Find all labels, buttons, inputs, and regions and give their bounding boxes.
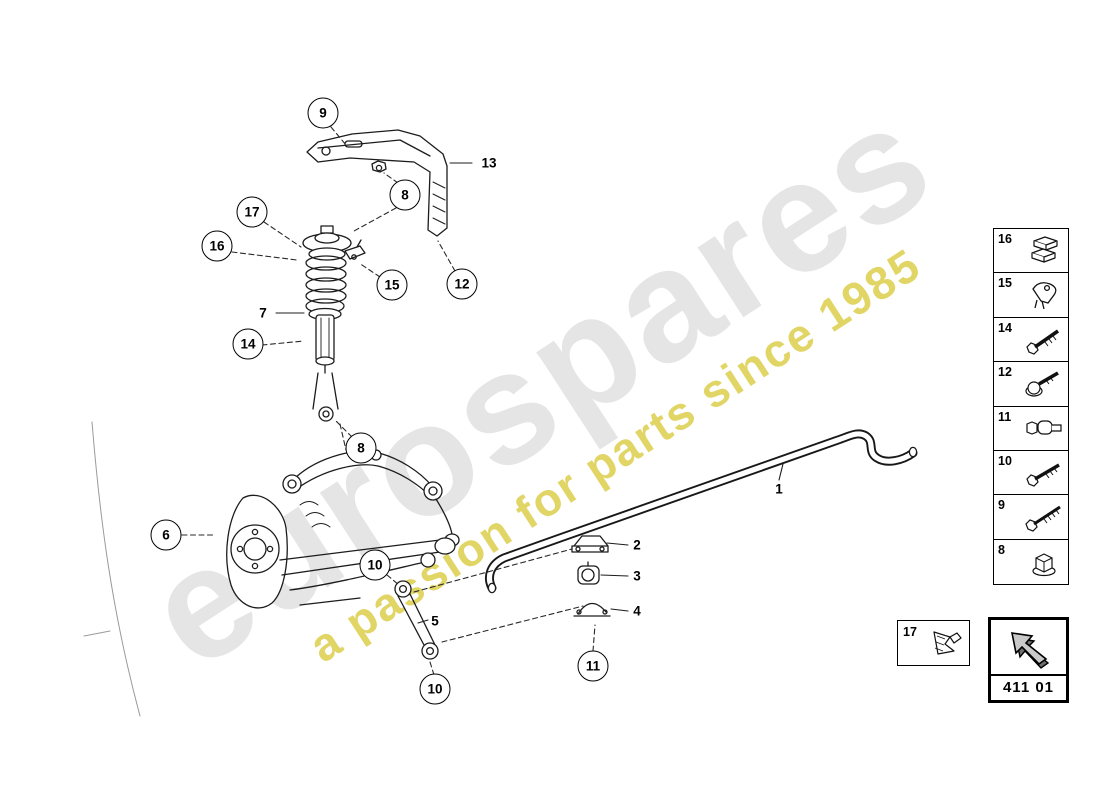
- long-bolt-icon: [1026, 463, 1060, 487]
- part-number: 12: [998, 365, 1012, 380]
- part-thumb-12[interactable]: 12: [993, 361, 1069, 408]
- part-number: 11: [998, 409, 1012, 424]
- callout-9[interactable]: 9: [307, 97, 339, 129]
- callout-3: 3: [633, 568, 641, 584]
- bushing-bolt-icon: [1026, 420, 1062, 435]
- callout-2: 2: [633, 537, 641, 553]
- part-number: 17: [903, 625, 917, 639]
- callout-11[interactable]: 11: [577, 650, 609, 682]
- long-bolt-icon: [1026, 329, 1060, 355]
- parts-thumbnail-column: 16 15 14 12: [993, 228, 1069, 585]
- part-thumb-17[interactable]: 17: [897, 620, 970, 666]
- part-thumb-9[interactable]: 9: [993, 494, 1069, 541]
- callout-10[interactable]: 10: [419, 673, 451, 705]
- callout-17[interactable]: 17: [236, 196, 268, 228]
- spring-clip-icon: [933, 631, 962, 655]
- part-thumb-11[interactable]: 11: [993, 405, 1069, 452]
- callout-15[interactable]: 15: [376, 269, 408, 301]
- callout-5: 5: [431, 613, 439, 629]
- callout-10[interactable]: 10: [359, 549, 391, 581]
- part-thumb-10[interactable]: 10: [993, 450, 1069, 497]
- callout-7: 7: [259, 305, 267, 321]
- diagram-code-box: 411 01: [988, 617, 1069, 703]
- callout-14[interactable]: 14: [232, 328, 264, 360]
- square-nut-stack-icon: [1031, 236, 1058, 263]
- top-mount-bracket: [306, 129, 448, 237]
- callout-13: 13: [481, 155, 497, 171]
- stabilizer-link: [394, 580, 439, 660]
- callout-8[interactable]: 8: [389, 179, 421, 211]
- flange-nut-icon: [1032, 553, 1056, 576]
- part-number: 8: [998, 542, 1005, 557]
- back-arrow-icon: [1010, 632, 1049, 669]
- diagram-code: 411 01: [991, 674, 1066, 700]
- screw-with-washer-icon: [1025, 371, 1059, 397]
- bar-clamp-parts: [571, 535, 611, 617]
- callout-6[interactable]: 6: [150, 519, 182, 551]
- part-thumb-16[interactable]: 16: [993, 228, 1069, 274]
- callout-8[interactable]: 8: [345, 432, 377, 464]
- part-thumb-15[interactable]: 15: [993, 272, 1069, 319]
- part-number: 16: [998, 232, 1012, 246]
- callout-4: 4: [633, 603, 641, 619]
- callout-16[interactable]: 16: [201, 230, 233, 262]
- anti-roll-bar: [485, 429, 918, 594]
- leader-lines-solid: [275, 162, 784, 624]
- callout-12[interactable]: 12: [446, 268, 478, 300]
- wheel-knuckle-and-arms: [226, 449, 460, 609]
- retaining-clip-icon: [1032, 282, 1057, 310]
- part-number: 9: [998, 498, 1005, 513]
- part-number: 10: [998, 454, 1012, 469]
- part-number: 14: [998, 320, 1012, 335]
- callout-1: 1: [775, 481, 783, 497]
- part-thumb-8[interactable]: 8: [993, 538, 1069, 585]
- back-arrow[interactable]: [991, 620, 1066, 674]
- long-bolt-icon: [1025, 506, 1061, 533]
- part-thumb-14[interactable]: 14: [993, 316, 1069, 363]
- part-number: 15: [998, 276, 1012, 291]
- shock-absorber: [302, 225, 366, 422]
